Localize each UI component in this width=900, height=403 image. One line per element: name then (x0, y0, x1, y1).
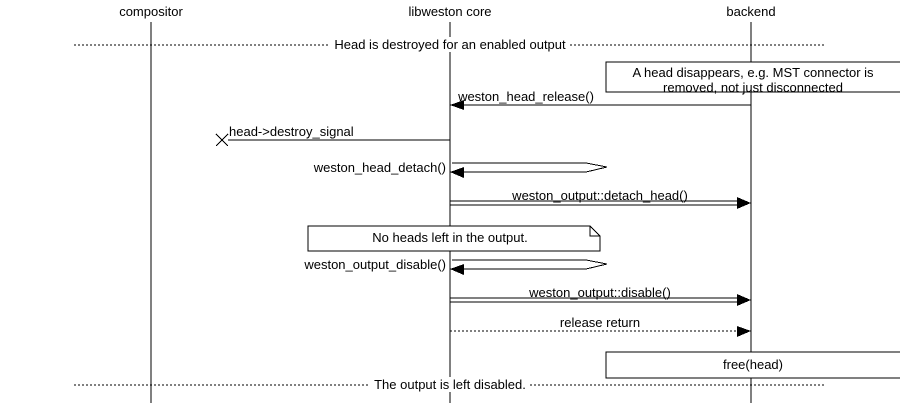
note-text-head-disappears: A head disappears, e.g. MST connector is… (606, 65, 900, 95)
separator-label-bottom-text: The output is left disabled. (370, 377, 530, 392)
note-boxes (307, 61, 900, 379)
note-text-no-heads-left: No heads left in the output. (308, 230, 592, 245)
note-fold-no-heads-left (589, 226, 600, 237)
arrow-weston-head-detach (450, 162, 608, 178)
message-label-weston-output-disable-call: weston_output_disable() (304, 257, 446, 272)
note-line: No heads left in the output. (372, 230, 528, 245)
separator-label-top-text: Head is destroyed for an enabled output (330, 37, 570, 52)
message-label-weston-output-disable: weston_output::disable() (529, 285, 671, 300)
arrow-weston-output-disable (450, 294, 751, 306)
arrow-release-return (450, 326, 751, 337)
arrow-weston-head-release (450, 100, 751, 110)
note-line: removed, not just disconnected (663, 80, 843, 95)
message-label-head-destroy-signal: head->destroy_signal (229, 124, 354, 139)
note-box-free-head (605, 351, 900, 379)
message-label-weston-head-release: weston_head_release() (458, 89, 594, 104)
arrow-weston-output-detach-head (450, 197, 751, 209)
note-line: A head disappears, e.g. MST connector is (632, 65, 874, 80)
separator-label-bottom: The output is left disabled. (280, 377, 620, 392)
message-label-release-return: release return (559, 315, 641, 330)
note-box-no-heads-left (307, 225, 601, 252)
arrow-head-destroy-signal (215, 133, 450, 147)
message-arrows (215, 100, 751, 337)
arrow-weston-output-disable-call (450, 259, 608, 275)
note-line: free(head) (723, 357, 783, 372)
message-label-weston-output-detach-head: weston_output::detach_head() (512, 188, 688, 203)
note-box-head-disappears (605, 61, 900, 93)
message-label-weston-head-detach: weston_head_detach() (313, 160, 446, 175)
participant-label-libweston-core: libweston core (408, 4, 492, 19)
note-text-free-head: free(head) (606, 357, 900, 372)
separator-label-top: Head is destroyed for an enabled output (250, 37, 650, 52)
participant-label-compositor: compositor (119, 4, 183, 19)
participant-label-backend: backend (726, 4, 776, 19)
